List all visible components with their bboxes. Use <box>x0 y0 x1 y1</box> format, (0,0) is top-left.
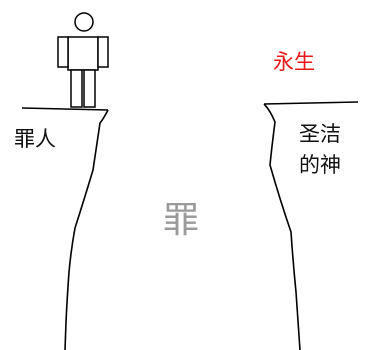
eternal-life-label: 永生 <box>273 50 315 74</box>
person-left-arm <box>57 36 69 68</box>
holy-god-label: 圣洁的神 <box>299 122 341 177</box>
right-cliff <box>263 101 359 350</box>
right-cliff-top-edge <box>263 101 359 105</box>
person-left-leg <box>70 69 83 108</box>
sin-label: 罪 <box>163 200 200 241</box>
right-cliff-face <box>263 103 301 350</box>
left-cliff <box>21 107 109 350</box>
person-right-arm <box>97 36 109 68</box>
person-right-leg <box>83 69 96 108</box>
person-torso <box>67 36 99 71</box>
person-head <box>74 12 94 32</box>
stick-person-icon <box>57 12 109 108</box>
sinner-label: 罪人 <box>14 127 56 151</box>
left-cliff-top-edge <box>21 107 109 111</box>
left-cliff-face <box>64 109 109 350</box>
